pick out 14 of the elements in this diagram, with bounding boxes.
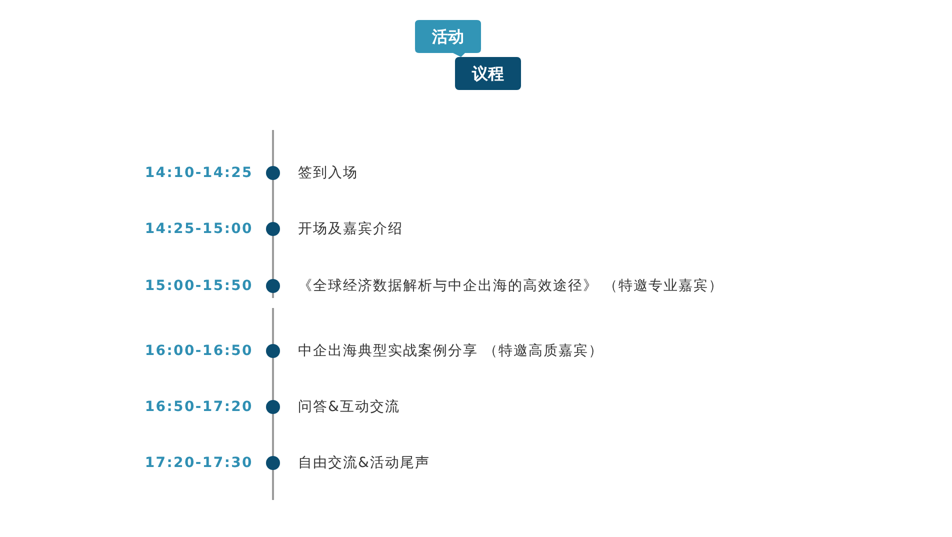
agenda-item: 《全球经济数据解析与中企出海的高效途径》 （特邀专业嘉宾） [298,277,724,296]
agenda-item: 中企出海典型实战案例分享 （特邀高质嘉宾） [298,342,604,361]
time-label: 16:50-17:20 [144,398,253,417]
agenda-item: 开场及嘉宾介绍 [298,220,403,239]
agenda-item: 签到入场 [298,164,358,183]
time-label: 14:10-14:25 [144,164,253,183]
time-label: 14:25-15:00 [144,220,253,239]
time-label: 15:00-15:50 [144,277,253,296]
speech-bubble: 活动 [415,20,481,57]
time-label: 16:00-16:50 [144,342,253,361]
agenda-item: 问答&互动交流 [298,398,400,417]
agenda-item: 自由交流&活动尾声 [298,454,430,473]
title-badge: 议程 [455,57,521,90]
time-label: 17:20-17:30 [144,454,253,473]
